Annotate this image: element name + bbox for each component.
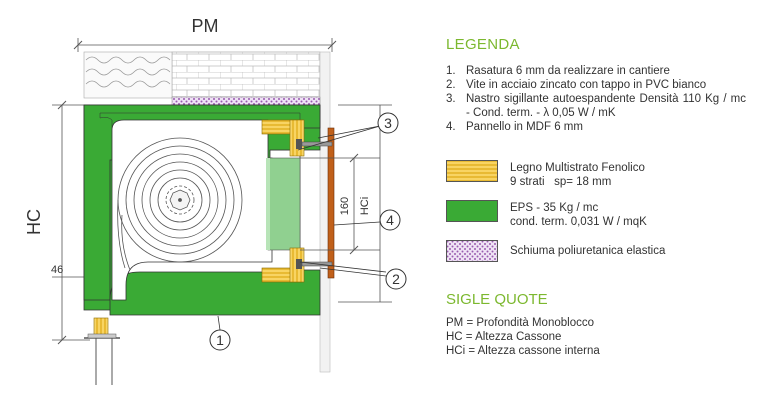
inner-panel <box>267 157 301 251</box>
wood-swatch <box>446 160 498 182</box>
material-wood-line2: 9 strati sp= 18 mm <box>510 176 612 188</box>
material-eps-line2: cond. term. 0,031 W / mqK <box>510 216 647 228</box>
legend-item: 4. Pannello in MDF 6 mm <box>446 121 583 133</box>
mdf-panel <box>327 127 335 279</box>
material-foam-line1: Schiuma poliuretanica elastica <box>510 245 666 257</box>
section-drawing: PM HC 46 <box>24 16 407 385</box>
sigle-item: HC = Altezza Cassone <box>446 331 562 343</box>
sigle-list: PM = Profondità Monoblocco HC = Altezza … <box>446 316 600 358</box>
sigle-item: HCi = Altezza cassone interna <box>446 345 600 357</box>
svg-text:3: 3 <box>384 115 392 131</box>
bottom-guide <box>84 333 120 385</box>
legend-numbered-list: 1. Rasatura 6 mm da realizzare in cantie… <box>446 64 746 134</box>
callout-2: 2 <box>299 261 407 290</box>
material-wood-line1: Legno Multistrato Fenolico <box>510 162 645 174</box>
legend-item: 1. Rasatura 6 mm da realizzare in cantie… <box>446 65 670 77</box>
shutter-coil <box>117 137 243 271</box>
foam-strip <box>171 96 321 106</box>
insulation-top <box>83 51 173 99</box>
callout-3: 3 <box>297 112 399 151</box>
wood-block-top-v <box>289 119 305 157</box>
legend-title: LEGENDA <box>446 36 520 53</box>
legend: LEGENDA <box>446 36 766 53</box>
callout-4: 4 <box>333 209 401 231</box>
sigle-title: SIGLE QUOTE <box>446 291 548 308</box>
d160-label: 160 <box>339 197 351 215</box>
material-foam: Schiuma poliuretanica elastica <box>446 240 766 268</box>
hc-label: HC <box>24 209 44 235</box>
eps-swatch <box>446 200 498 222</box>
pm-label: PM <box>192 16 219 36</box>
material-eps-line1: EPS - 35 Kg / mc <box>510 202 599 214</box>
svg-text:2: 2 <box>392 271 400 287</box>
callout-1: 1 <box>209 315 231 351</box>
material-eps: EPS - 35 Kg / mc cond. term. 0,031 W / m… <box>446 200 766 228</box>
material-wood: Legno Multistrato Fenolico 9 strati sp= … <box>446 160 766 188</box>
screw-top <box>296 139 333 149</box>
svg-text:4: 4 <box>386 212 394 228</box>
legend-item: 2. Vite in acciaio zincato con tappo in … <box>446 79 707 91</box>
dim-46-label: 46 <box>51 264 63 276</box>
hc-dimension: HC <box>24 100 90 345</box>
hci-label: HCi <box>359 197 371 215</box>
hci-dimension: 160 HCi <box>300 153 380 255</box>
pm-dimension: PM <box>73 16 337 52</box>
sigle-item: PM = Profondità Monoblocco <box>446 317 594 329</box>
svg-text:1: 1 <box>216 332 224 348</box>
foam-swatch <box>446 240 498 262</box>
legend-item: 3. Nastro sigillante autoespandente Dens… <box>446 93 746 119</box>
